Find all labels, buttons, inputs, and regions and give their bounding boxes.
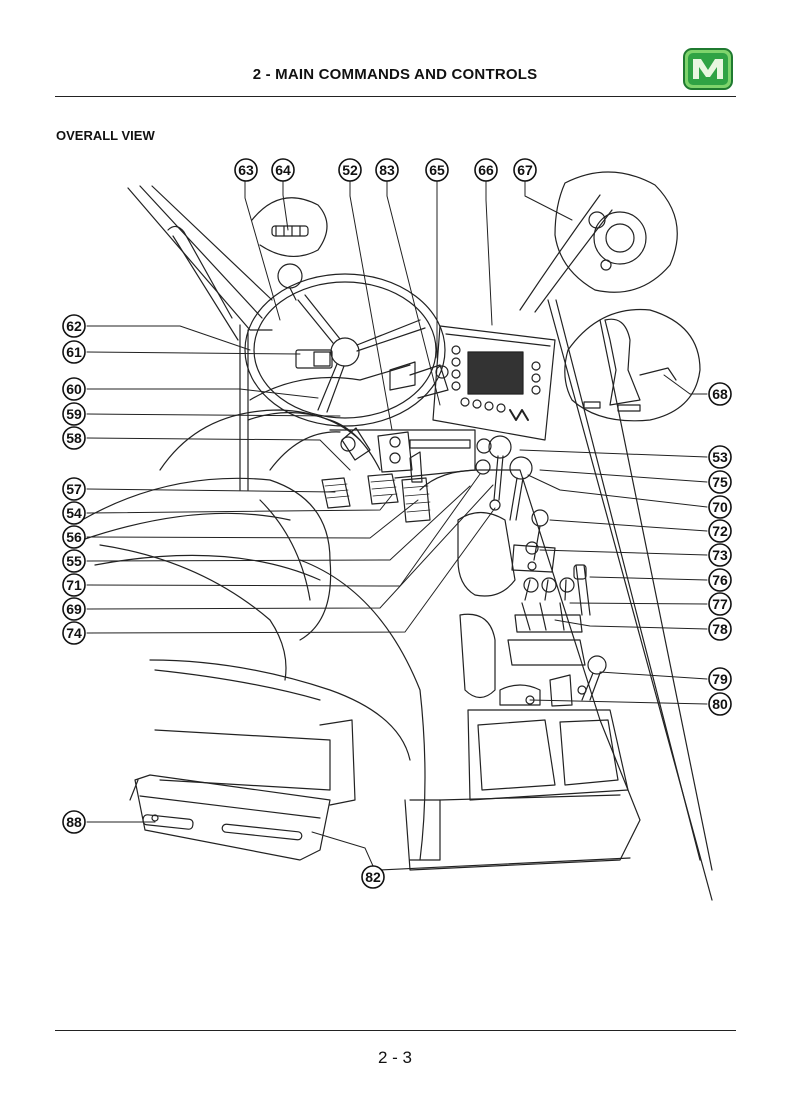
callout-59: 59	[66, 406, 82, 422]
callout-56: 56	[66, 529, 82, 545]
inset-67	[554, 171, 678, 293]
callout-71: 71	[66, 577, 82, 593]
callout-70: 70	[712, 499, 728, 515]
callout-58: 58	[66, 430, 82, 446]
callout-80: 80	[712, 696, 728, 712]
footer-divider	[55, 1030, 736, 1031]
page-number: 2 - 3	[377, 1048, 413, 1067]
callout-54: 54	[66, 505, 82, 521]
section-title: OVERALL VIEW	[56, 128, 155, 143]
callout-61: 61	[66, 344, 82, 360]
callout-73: 73	[712, 547, 728, 563]
callout-75: 75	[712, 474, 728, 490]
callout-72: 72	[712, 523, 728, 539]
instrument-display	[409, 325, 556, 441]
inset-64	[251, 197, 328, 258]
callout-66: 66	[478, 162, 494, 178]
callout-52: 52	[342, 162, 358, 178]
callout-79: 79	[712, 671, 728, 687]
callout-68: 68	[712, 386, 728, 402]
cab-frame	[127, 185, 713, 901]
callout-88: 88	[66, 814, 82, 830]
callout-57: 57	[66, 481, 82, 497]
callout-77: 77	[712, 596, 728, 612]
callout-63: 63	[238, 162, 254, 178]
callout-64: 64	[275, 162, 291, 178]
callout-83: 83	[379, 162, 395, 178]
callout-65: 65	[429, 162, 445, 178]
callout-55: 55	[66, 553, 82, 569]
callout-67: 67	[517, 162, 533, 178]
inset-68	[564, 308, 701, 422]
mx-logo-icon	[683, 48, 733, 90]
steering-wheel	[244, 263, 446, 427]
pedals	[321, 427, 431, 523]
page-title: 2 - MAIN COMMANDS AND CONTROLS	[252, 66, 538, 83]
callout-62: 62	[66, 318, 82, 334]
callout-74: 74	[66, 625, 82, 641]
callout-78: 78	[712, 621, 728, 637]
callout-82: 82	[365, 869, 381, 885]
callout-69: 69	[66, 601, 82, 617]
right-console	[404, 469, 641, 871]
cab-step	[129, 774, 631, 871]
leader-lines	[86, 180, 708, 867]
callout-76: 76	[712, 572, 728, 588]
header-divider	[55, 96, 736, 97]
callout-53: 53	[712, 449, 728, 465]
console-levers	[475, 435, 607, 705]
callouts	[62, 158, 732, 889]
steering-column	[159, 361, 476, 479]
callout-60: 60	[66, 381, 82, 397]
